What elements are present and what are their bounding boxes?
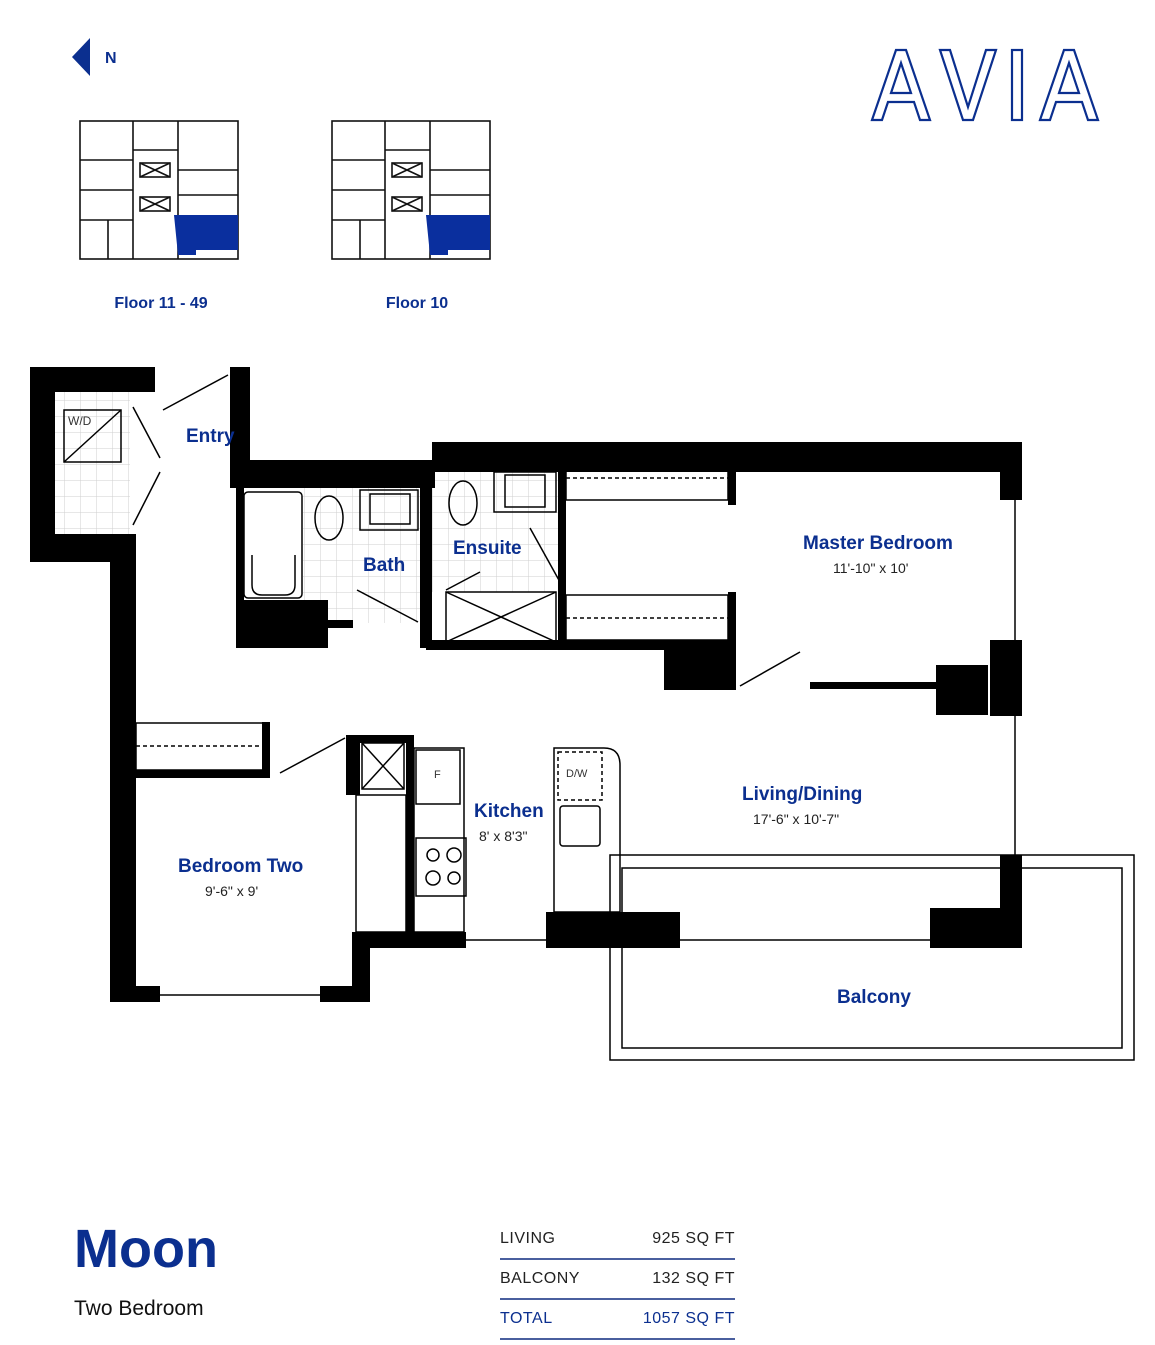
- avia-logo: [870, 45, 1110, 125]
- room-ensuite: Ensuite: [453, 538, 522, 559]
- bedroom-two-dims: 9'-6" x 9': [205, 883, 259, 899]
- north-label: N: [105, 50, 117, 67]
- area-label: LIVING: [500, 1230, 556, 1247]
- room-kitchen: Kitchen: [474, 801, 544, 822]
- dishwasher-label: D/W: [566, 768, 588, 780]
- area-label: TOTAL: [500, 1310, 553, 1327]
- keyplan-label-floor-10: Floor 10: [385, 295, 449, 312]
- area-label: BALCONY: [500, 1270, 580, 1287]
- keyplan-floor-10: [330, 115, 500, 265]
- room-master-bedroom: Master Bedroom: [803, 533, 953, 554]
- unit-type: Two Bedroom: [74, 1297, 204, 1320]
- area-table: LIVING 925 SQ FT BALCONY 132 SQ FT TOTAL…: [500, 1220, 735, 1340]
- living-dining-dims: 17'-6" x 10'-7": [753, 811, 840, 827]
- washer-dryer-label: W/D: [68, 414, 92, 428]
- keyplan-floor-11-49: [78, 115, 248, 265]
- keyplan-label-floor-11-49: Floor 11 - 49: [114, 295, 208, 312]
- floor-plan: [0, 340, 1155, 1080]
- area-row-total: TOTAL 1057 SQ FT: [500, 1300, 735, 1340]
- kitchen-dims: 8' x 8'3": [479, 828, 528, 844]
- north-arrow-icon: [72, 38, 90, 76]
- area-value: 1057 SQ FT: [642, 1310, 735, 1327]
- unit-name: Moon: [74, 1219, 218, 1279]
- room-balcony: Balcony: [837, 987, 911, 1008]
- area-row-balcony: BALCONY 132 SQ FT: [500, 1260, 735, 1300]
- master-bedroom-dims: 11'-10" x 10': [833, 560, 909, 576]
- compass: [70, 38, 130, 78]
- room-bedroom-two: Bedroom Two: [178, 856, 304, 877]
- fridge-label: F: [434, 769, 441, 781]
- area-row-living: LIVING 925 SQ FT: [500, 1220, 735, 1260]
- room-entry: Entry: [186, 426, 235, 447]
- room-bath: Bath: [363, 555, 406, 576]
- area-value: 132 SQ FT: [652, 1270, 735, 1287]
- room-living-dining: Living/Dining: [742, 784, 863, 805]
- area-value: 925 SQ FT: [652, 1230, 735, 1247]
